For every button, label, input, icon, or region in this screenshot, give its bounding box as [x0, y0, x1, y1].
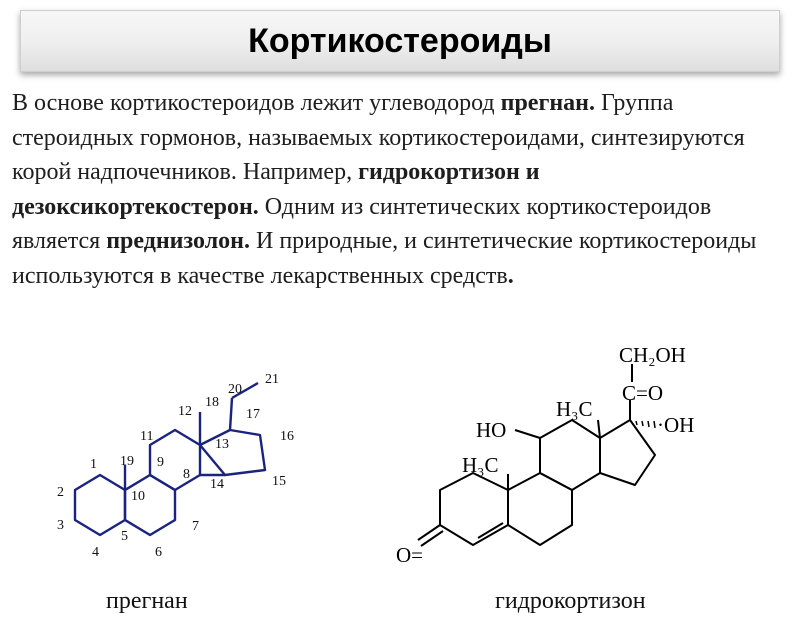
label-ketone-o: O=	[396, 543, 423, 567]
atom-number: 7	[192, 519, 199, 534]
label-h3c-c10: H₃C	[462, 453, 499, 477]
bond-c3-o-double	[420, 530, 444, 547]
atom-number: 14	[210, 477, 224, 492]
bold-term-hydrocortisone: гидрокортизон и дезоксикортекостерон.	[12, 159, 540, 220]
double-bond-4-5	[477, 522, 504, 539]
hashed-bond-c17-oh	[635, 420, 656, 429]
atom-number: 16	[280, 429, 294, 444]
slide-title: Кортикостероиды	[248, 21, 552, 60]
ring-c	[539, 419, 601, 491]
text-period: .	[507, 262, 514, 289]
hydrocortisone-structure-diagram: CH₂OH C=O ·OH HO H₃C H₃C O=	[396, 343, 694, 567]
label-ch2oh: CH₂OH	[619, 343, 686, 367]
text-segment: Группа стероидных гормонов, называемых к…	[12, 90, 745, 185]
bond-c11-oh	[514, 429, 541, 439]
atom-number: 2	[57, 485, 64, 500]
atom-number: 21	[265, 372, 279, 387]
atom-number: 3	[57, 518, 64, 533]
atom-number: 18	[205, 395, 219, 410]
ring-a	[73, 473, 127, 537]
ring-d	[599, 419, 656, 486]
atom-number: 5	[121, 529, 128, 544]
bond-17-20	[228, 397, 234, 431]
bold-term-prednisolone: преднизолон.	[106, 228, 250, 254]
hydrocortisone-labels: CH₂OH C=O ·OH HO H₃C H₃C O=	[396, 343, 694, 567]
bond-20-21	[231, 381, 259, 400]
label-h3c-c13: H₃C	[556, 397, 593, 421]
atom-number: 8	[183, 467, 190, 482]
atom-number: 17	[246, 407, 260, 422]
bond-c3-o	[417, 524, 441, 541]
pregnane-atom-numbers: 1 2 3 4 5 6 7 8 9 10 11 12 13 14 15 16 1…	[57, 372, 294, 560]
hydrocortisone-bonds	[417, 364, 656, 547]
label-oh-c17: ·OH	[657, 413, 694, 437]
ring-a	[439, 472, 509, 546]
atom-number: 13	[215, 437, 229, 452]
text-segment: И природные, и синтетические кортикостер…	[12, 228, 757, 289]
atom-number: 4	[92, 545, 99, 560]
body-paragraph: В основе кортикостероидов лежит углеводо…	[12, 86, 792, 293]
atom-number: 9	[157, 455, 164, 470]
methyl-18-bond	[597, 419, 601, 439]
label-ho-c11: HO	[476, 418, 506, 442]
ring-b	[123, 473, 177, 537]
text-segment: В основе кортикостероидов лежит углеводо…	[12, 90, 501, 116]
label-carbonyl: C=O	[622, 381, 663, 405]
text-segment: Одним из синтетических кортикостероидов …	[12, 193, 712, 255]
bold-term-pregnane: прегнан.	[500, 90, 596, 116]
atom-number: 6	[155, 545, 162, 560]
pregnane-structure-diagram: 1 2 3 4 5 6 7 8 9 10 11 12 13 14 15 16 1…	[57, 372, 294, 560]
atom-number: 20	[228, 382, 242, 397]
atom-number: 10	[131, 489, 145, 504]
ring-d	[198, 428, 267, 477]
paragraph-text: В основе кортикостероидов лежит углеводо…	[12, 86, 792, 293]
pregnane-caption: прегнан	[106, 588, 188, 614]
atom-number: 12	[178, 404, 192, 419]
pregnane-bonds	[73, 381, 267, 537]
atom-number: 15	[272, 474, 286, 489]
hydrocortisone-caption: гидрокортизон	[495, 588, 646, 614]
title-bar: Кортикостероиды	[20, 10, 780, 72]
atom-number: 11	[140, 429, 153, 444]
atom-number: 1	[90, 457, 97, 472]
atom-number: 19	[120, 454, 134, 469]
